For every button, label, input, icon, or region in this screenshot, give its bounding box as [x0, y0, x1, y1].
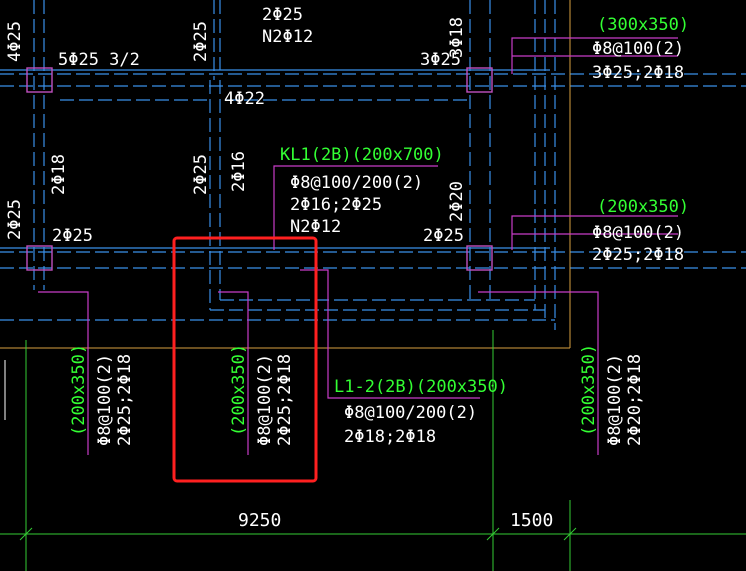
beam-vertical-mid-size: (200x350): [229, 344, 249, 436]
beam-kl1-bars: 2Φ16;2Φ25: [290, 195, 382, 215]
column-top-right: [466, 67, 493, 93]
beam-vertical-left-size: (200x350): [69, 344, 89, 436]
label-5d25: 5Φ25 3/2: [58, 50, 140, 70]
highlight-box[interactable]: [172, 236, 318, 483]
label-2d25-right: 2Φ25: [423, 226, 464, 246]
beam-vertical-left-bars: 2Φ25;2Φ18: [115, 354, 135, 446]
label-2d25-left: 2Φ25: [52, 226, 93, 246]
label-2d25-vertical-mid: 2Φ25: [191, 154, 211, 195]
beam-vertical-right-bars: 2Φ20;2Φ18: [625, 354, 645, 446]
beam-vertical-mid: (200x350) Φ8@100(2) 2Φ25;2Φ18: [229, 344, 295, 446]
column-mid-left: [26, 245, 53, 271]
label-3d18-vertical: 3Φ18: [447, 17, 467, 58]
column-top-left: [26, 67, 53, 93]
beam-vertical-right-size: (200x350): [579, 344, 599, 436]
column-mid-right: [466, 245, 493, 271]
columns: [26, 67, 493, 271]
beam-kl1-id: KL1(2B)(200x700): [280, 145, 444, 165]
label-4d25-vertical: 4Φ25: [5, 21, 25, 62]
beam-vertical-left: (200x350) Φ8@100(2) 2Φ25;2Φ18: [69, 344, 135, 446]
label-4d22: 4Φ22: [224, 89, 265, 109]
label-2d25-vertical-left: 2Φ25: [5, 199, 25, 240]
dimension-9250: 9250: [238, 510, 281, 531]
label-2d18-vertical: 2Φ18: [49, 154, 69, 195]
beam-kl1-stirrup: Φ8@100/200(2): [290, 173, 423, 193]
label-n2d12-top: N2Φ12: [262, 27, 313, 47]
beam-l1-2-stirrup: Φ8@100/200(2): [344, 403, 477, 423]
beam-vertical-mid-stirrup: Φ8@100(2): [255, 354, 275, 446]
label-2d16-vertical: 2Φ16: [229, 151, 249, 192]
dimension-1500: 1500: [510, 510, 553, 531]
beam-right-top-bars: 3Φ25;2Φ18: [592, 63, 684, 83]
leader-lines: [38, 37, 678, 455]
beam-vertical-right: (200x350) Φ8@100(2) 2Φ20;2Φ18: [579, 344, 645, 446]
beam-right-mid-bars: 2Φ25;2Φ18: [592, 245, 684, 265]
beam-l1-2-id: L1-2(2B)(200x350): [334, 377, 508, 397]
beam-vertical-right-stirrup: Φ8@100(2): [605, 354, 625, 446]
label-3d25: 3Φ25: [420, 50, 461, 70]
beam-l1-2-bars: 2Φ18;2Φ18: [344, 427, 436, 447]
beam-vertical-mid-bars: 2Φ25;2Φ18: [275, 354, 295, 446]
label-2d25-vertical-top: 2Φ25: [191, 21, 211, 62]
beam-lines: [0, 0, 746, 330]
boundary-lines: [0, 0, 571, 349]
beam-kl1-side: N2Φ12: [290, 217, 341, 237]
beam-vertical-left-stirrup: Φ8@100(2): [95, 354, 115, 446]
label-2d20-vertical: 2Φ20: [447, 181, 467, 222]
label-2d25-top: 2Φ25: [262, 5, 303, 25]
beam-right-top-size: (300x350): [597, 15, 689, 35]
beam-right-top-stirrup: Φ8@100(2): [592, 39, 684, 59]
dimension-lines: [0, 330, 746, 571]
beam-right-mid-size: (200x350): [597, 197, 689, 217]
beam-right-mid-stirrup: Φ8@100(2): [592, 223, 684, 243]
